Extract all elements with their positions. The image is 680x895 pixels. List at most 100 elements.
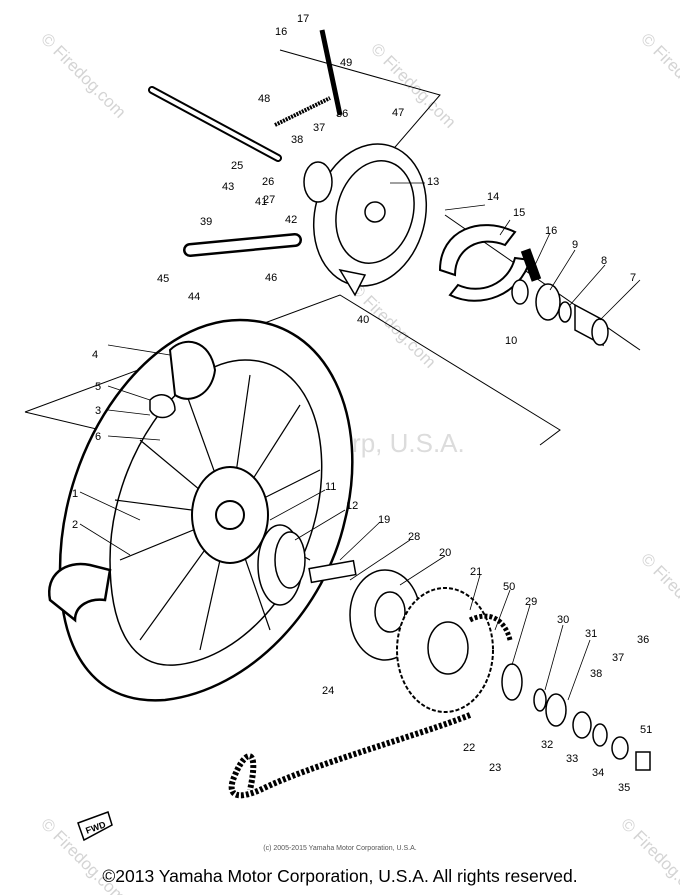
callout: 42 bbox=[285, 214, 297, 226]
watermark: © Firedog.com bbox=[37, 29, 129, 121]
leader bbox=[444, 204, 486, 211]
oil-seal-right bbox=[545, 693, 567, 727]
leader bbox=[499, 219, 511, 236]
leader bbox=[544, 624, 564, 691]
spring bbox=[520, 248, 542, 282]
brake-shoe bbox=[448, 256, 532, 302]
callout: 29 bbox=[525, 596, 537, 608]
clutch-hub-shaft bbox=[308, 559, 357, 584]
brake-arm bbox=[338, 268, 367, 297]
nut-right bbox=[611, 736, 629, 760]
callout: 11 bbox=[325, 481, 336, 493]
callout: 49 bbox=[340, 57, 352, 69]
callout: 27 bbox=[263, 194, 275, 206]
callout: 35 bbox=[618, 782, 630, 794]
callout: 46 bbox=[265, 272, 277, 284]
forward-arrow-shape bbox=[77, 811, 113, 842]
leader bbox=[494, 589, 511, 631]
callout: 39 bbox=[200, 216, 212, 228]
torque-rod bbox=[274, 96, 331, 127]
axle-outline bbox=[150, 88, 280, 160]
callout: 41 bbox=[255, 196, 267, 208]
callout: 9 bbox=[572, 239, 578, 251]
brake-cam-hub bbox=[364, 201, 386, 223]
callout: 17 bbox=[297, 13, 309, 25]
leader bbox=[107, 344, 171, 356]
callout: 30 bbox=[557, 614, 569, 626]
callout: 21 bbox=[470, 566, 482, 578]
callout: 5 bbox=[95, 381, 101, 393]
bearing-right bbox=[501, 663, 523, 701]
brake-shoes bbox=[438, 224, 542, 302]
leader bbox=[569, 264, 606, 306]
callout: 50 bbox=[503, 581, 515, 593]
leader-lines bbox=[79, 182, 641, 701]
callout-numbers: 17 16 49 48 36 47 37 38 25 26 27 13 14 1… bbox=[72, 13, 652, 794]
callout: 8 bbox=[601, 255, 607, 267]
callout: 34 bbox=[592, 767, 604, 779]
callout: 14 bbox=[487, 191, 499, 203]
bearing bbox=[535, 283, 561, 321]
callout: 7 bbox=[630, 272, 636, 284]
callout: 28 bbox=[408, 531, 420, 543]
hub-center bbox=[215, 500, 245, 530]
watermark: © Firedog.com bbox=[637, 29, 680, 121]
brake-rod bbox=[319, 29, 343, 116]
callout: 38 bbox=[590, 668, 602, 680]
callout: 2 bbox=[72, 519, 78, 531]
callout: 6 bbox=[95, 431, 101, 443]
leader bbox=[107, 409, 151, 416]
callout: 32 bbox=[541, 739, 553, 751]
callout: 20 bbox=[439, 547, 451, 559]
callout: 31 bbox=[585, 628, 597, 640]
watermark: © Firedog.com bbox=[367, 39, 459, 131]
leader bbox=[349, 539, 411, 581]
leader bbox=[567, 639, 591, 701]
callout: 13 bbox=[427, 176, 439, 188]
leader bbox=[534, 232, 551, 266]
axle-nut bbox=[635, 751, 651, 771]
watermark: © Firedog.com bbox=[637, 549, 680, 641]
callout: 36 bbox=[637, 634, 649, 646]
callout: 44 bbox=[188, 291, 200, 303]
callout: 1 bbox=[72, 488, 78, 500]
tension-bar-inner bbox=[185, 235, 300, 255]
leader bbox=[269, 489, 326, 521]
washer bbox=[558, 301, 572, 323]
leader bbox=[399, 555, 446, 586]
leader bbox=[339, 521, 381, 561]
chain-upper bbox=[468, 613, 513, 641]
callout: 16 bbox=[275, 26, 287, 38]
callout: 33 bbox=[566, 753, 578, 765]
rear-wheel bbox=[47, 318, 354, 702]
forward-arrow: FWD bbox=[77, 811, 113, 842]
circlip bbox=[533, 688, 547, 712]
callout: 4 bbox=[92, 349, 98, 361]
rear-hub-assembly bbox=[257, 524, 651, 771]
callout: 47 bbox=[392, 107, 404, 119]
rim-band bbox=[149, 394, 176, 419]
callout: 26 bbox=[262, 176, 274, 188]
callout: 15 bbox=[513, 207, 525, 219]
copyright-footer: ©2013 Yamaha Motor Corporation, U.S.A. A… bbox=[102, 866, 578, 886]
leader bbox=[599, 279, 641, 321]
oil-seal bbox=[511, 279, 529, 305]
leader bbox=[549, 249, 576, 291]
callout: 40 bbox=[357, 314, 369, 326]
axle-and-rods bbox=[148, 29, 343, 257]
callout: 22 bbox=[463, 742, 475, 754]
leader bbox=[79, 523, 131, 556]
sprocket-hub-inner bbox=[374, 591, 406, 633]
hub-damper-inner bbox=[274, 531, 306, 589]
collar-end bbox=[591, 318, 609, 346]
collar-right bbox=[572, 711, 592, 739]
leader bbox=[469, 574, 481, 611]
callout: 19 bbox=[378, 514, 390, 526]
callout: 37 bbox=[612, 652, 624, 664]
sprocket-center bbox=[427, 621, 469, 675]
washer-right bbox=[592, 723, 608, 747]
chain bbox=[228, 712, 472, 799]
leader bbox=[294, 509, 346, 541]
callout: 45 bbox=[157, 273, 169, 285]
